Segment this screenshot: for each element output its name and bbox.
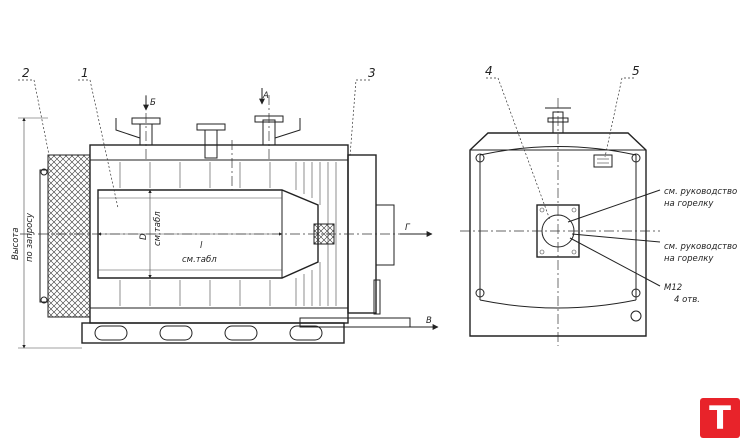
hole-count: 4 отв. <box>674 295 700 305</box>
note-1-line-1: см. руководство <box>664 187 737 197</box>
note-1-line-2: на горелку <box>664 199 714 209</box>
side-view <box>18 79 439 349</box>
bolt-size: М12 <box>664 283 682 293</box>
note-2-line-1: см. руководство <box>664 242 737 252</box>
arrow-b-label: Б <box>150 98 156 108</box>
front-view <box>460 77 661 346</box>
callout-1: 1 <box>81 66 89 80</box>
dim-l: l <box>200 241 203 251</box>
dim-l-ref: см.табл <box>182 255 217 265</box>
base-frame <box>81 322 345 344</box>
arrow-a-label: А <box>262 91 269 101</box>
arrow-v-label: В <box>426 316 432 326</box>
dim-d: D <box>139 233 149 240</box>
top-nozzles <box>115 115 301 159</box>
callout-3: 3 <box>368 66 376 80</box>
dim-d-ref: см.табл <box>153 211 163 246</box>
brand-logo: T <box>700 398 740 438</box>
height-label-1: Высота <box>11 227 21 260</box>
height-label-2: по запросу <box>25 212 35 262</box>
logo-glyph: T <box>709 399 731 437</box>
callout-4: 4 <box>485 64 493 78</box>
callout-5: 5 <box>632 64 640 78</box>
callout-2: 2 <box>22 66 30 80</box>
arrow-g-label: Г <box>405 223 411 233</box>
note-2-line-2: на горелку <box>664 254 714 264</box>
front-insulation <box>47 154 91 318</box>
